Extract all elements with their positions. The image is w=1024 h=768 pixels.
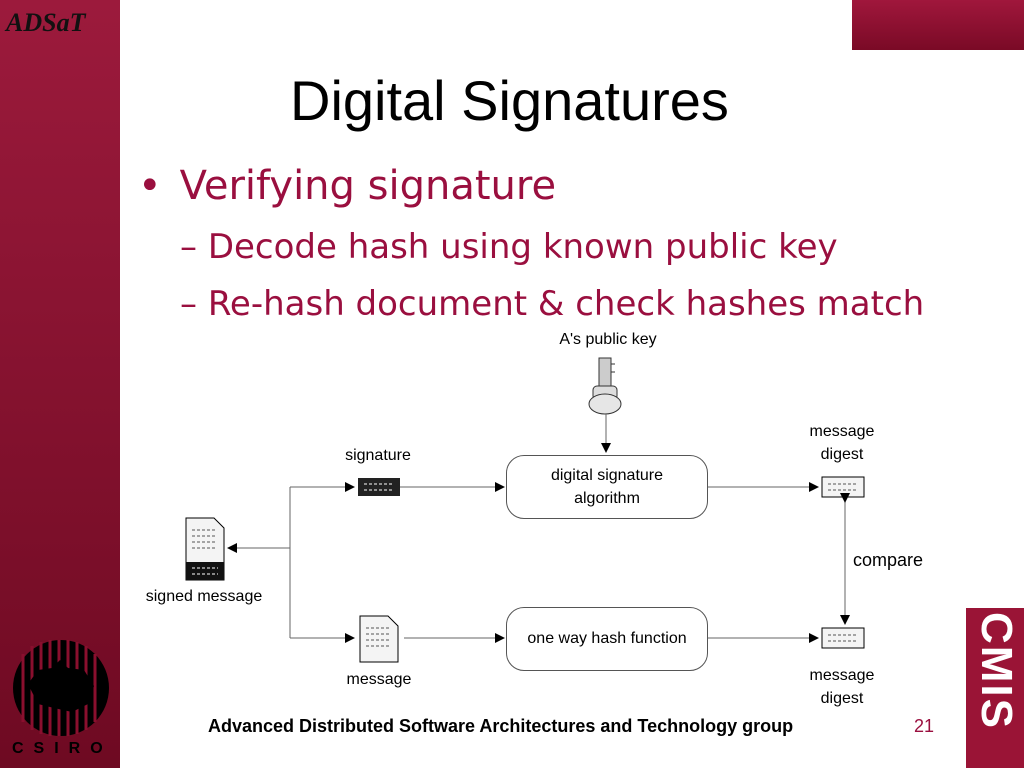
compare-label: compare	[853, 550, 924, 570]
corner-decoration	[852, 0, 1024, 50]
page-number: 21	[914, 716, 935, 736]
digest-bottom-label: message digest	[809, 667, 875, 707]
digest-top-label: message digest	[809, 423, 875, 463]
signed-message-label: signed message	[145, 588, 263, 605]
digest-top-icon	[821, 476, 865, 498]
csiro-logo	[13, 640, 109, 736]
subbullet-item: – Decode hash using known public key	[180, 227, 838, 267]
dsa-label: digital signature algorithm	[550, 467, 664, 507]
signature-label: signature	[345, 447, 411, 464]
csiro-wordmark: CSIRO	[12, 740, 113, 757]
slide-title: Digital Signatures	[290, 69, 729, 132]
bullet-text: Verifying signature	[179, 163, 557, 209]
key-label: A's public key	[559, 331, 657, 348]
signed-message-document-icon	[185, 517, 225, 581]
cmis-logo-box	[966, 608, 1024, 768]
adsat-logo: ADSaT	[6, 8, 86, 37]
digest-bottom-icon	[821, 627, 865, 649]
subbullet-text: Decode hash using known public key	[207, 227, 838, 267]
digital-signature-algorithm-box: digital signature algorithm	[506, 455, 708, 519]
footer-text: Advanced Distributed Software Architectu…	[208, 716, 794, 736]
cmis-logo: CMIS	[972, 612, 1021, 730]
key-icon	[588, 357, 622, 415]
message-document-icon	[359, 615, 399, 663]
message-label: message	[346, 671, 412, 688]
subbullet-text: Re-hash document & check hashes match	[207, 284, 925, 324]
bullet-item: • Verifying signature	[138, 163, 556, 209]
hash-function-box: one way hash function	[506, 607, 708, 671]
subbullet-item: – Re-hash document & check hashes match	[180, 284, 925, 324]
hash-label: one way hash function	[527, 630, 687, 647]
signature-icon	[358, 478, 400, 496]
bullet-dot-icon: •	[138, 163, 162, 209]
